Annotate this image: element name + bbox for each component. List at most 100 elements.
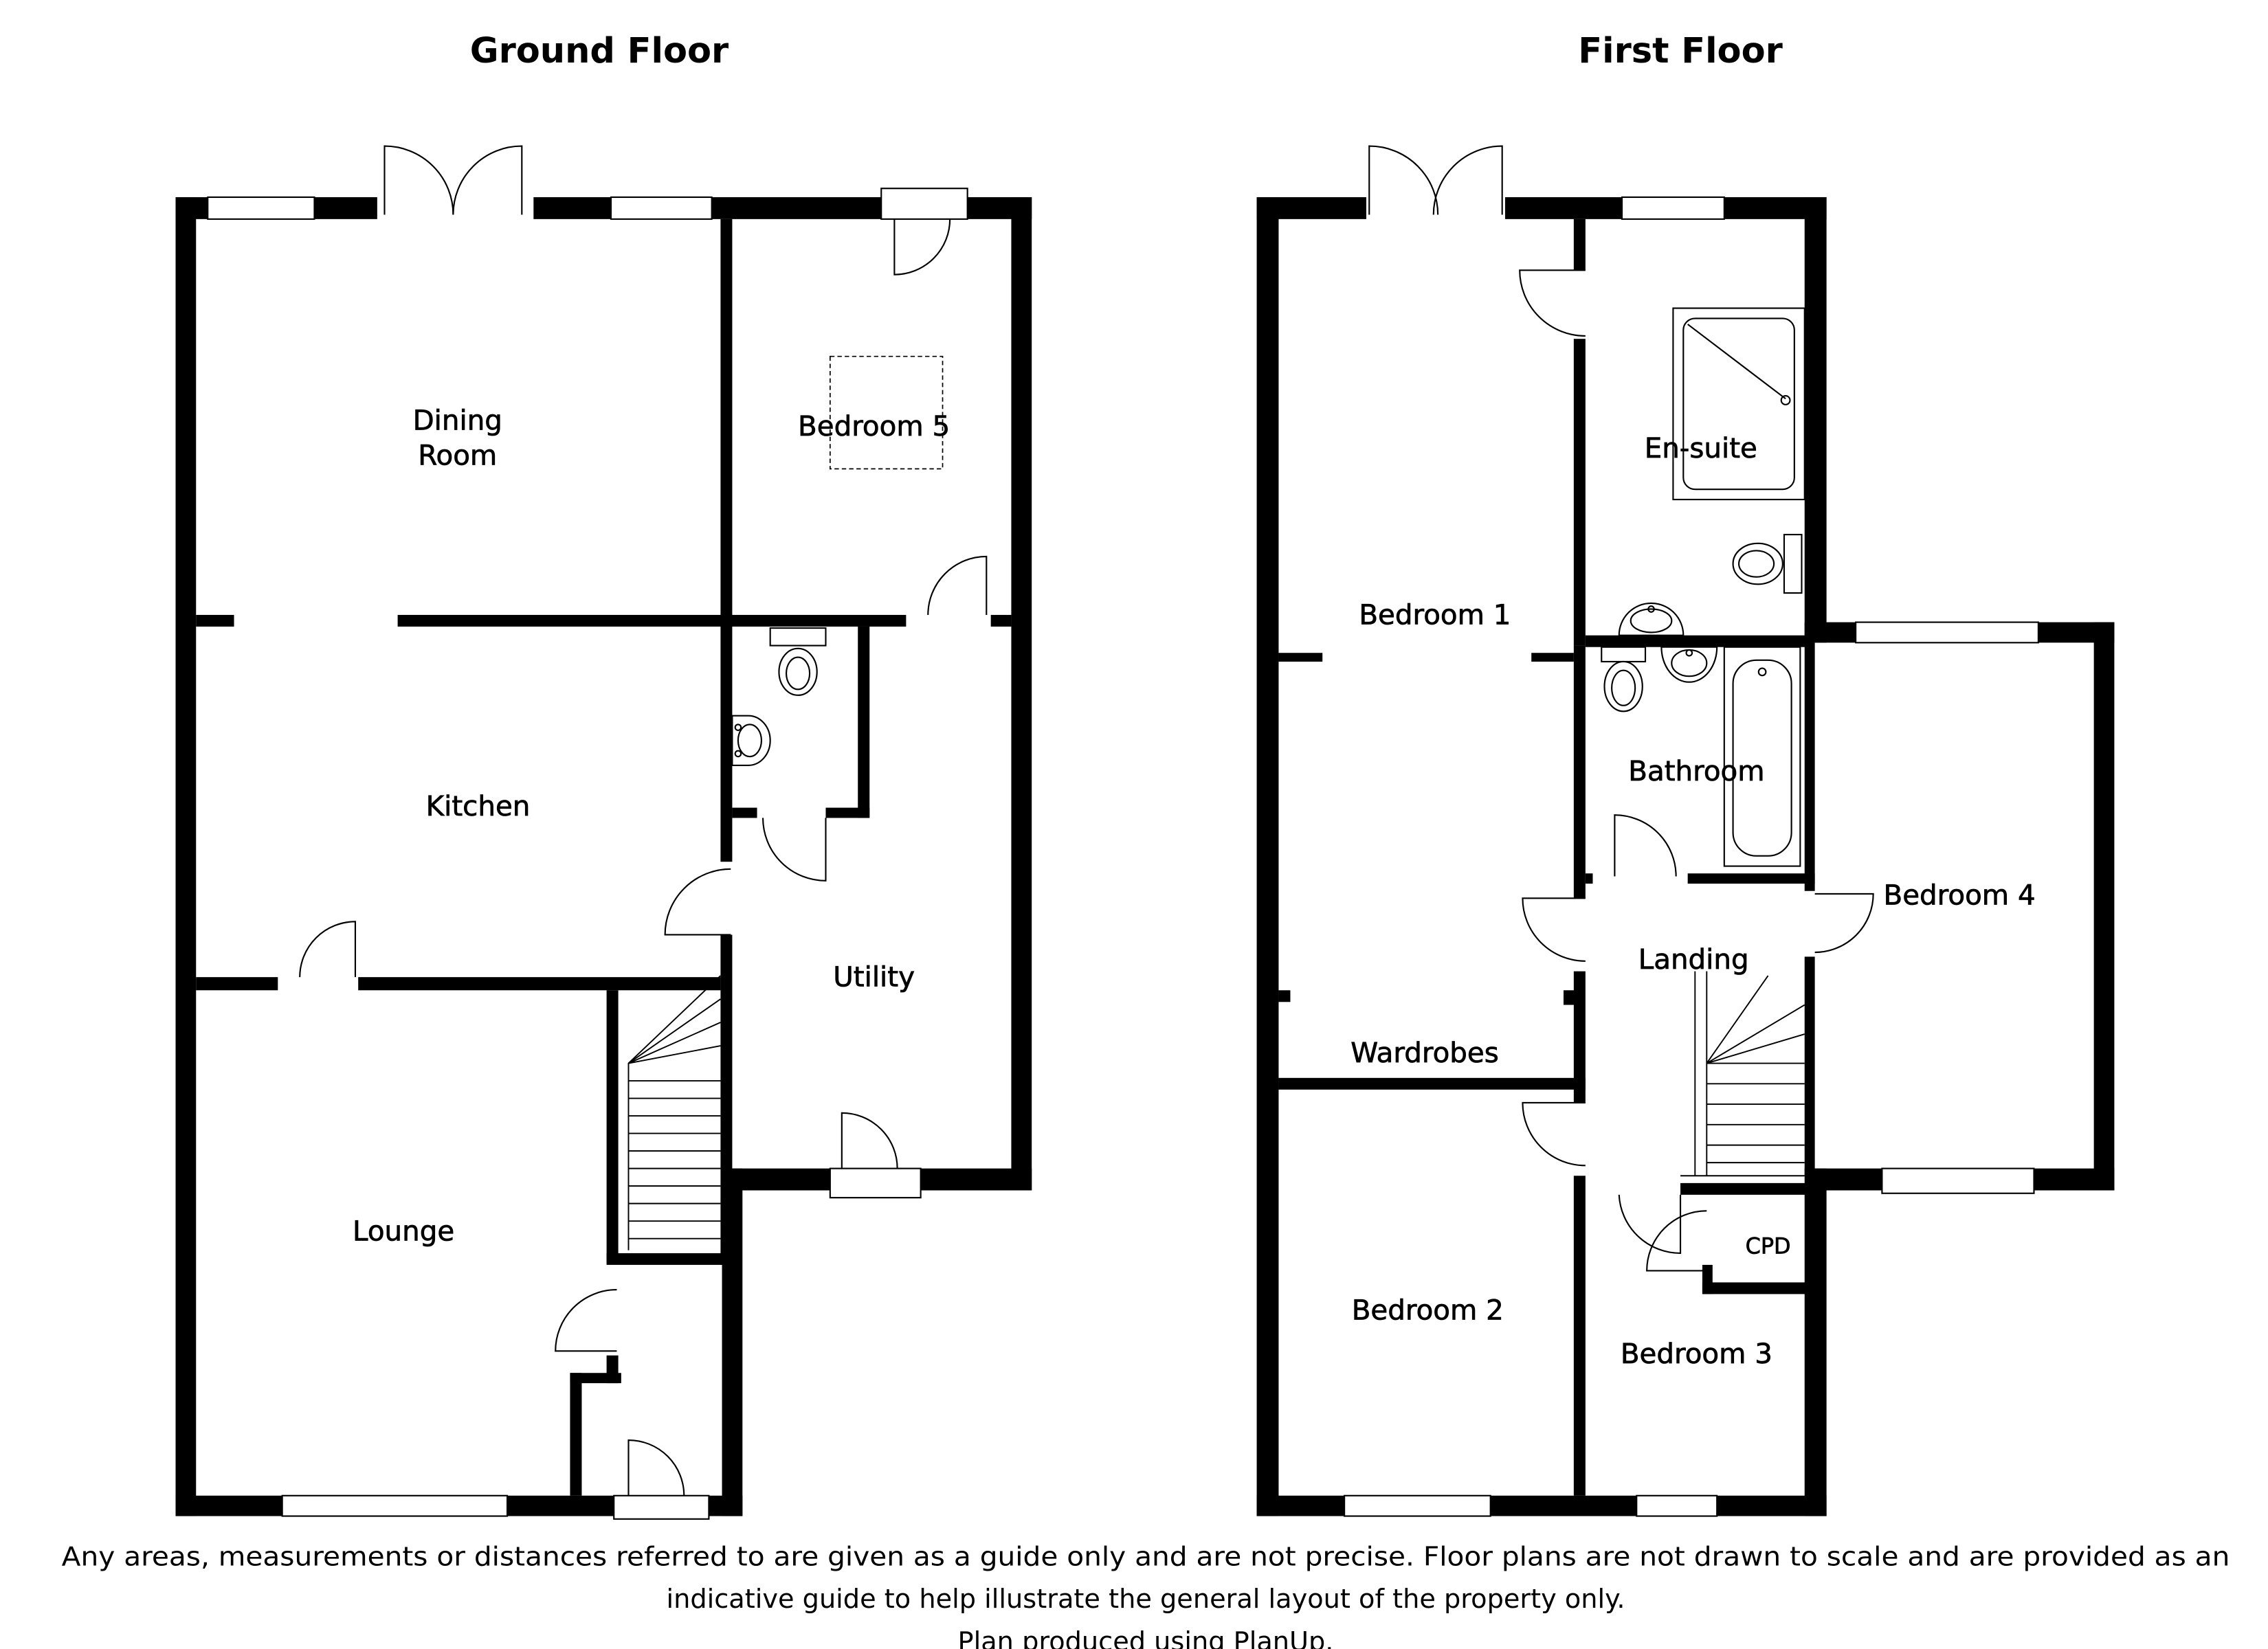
- door: [841, 1112, 898, 1169]
- window: [207, 196, 315, 220]
- shower-tray-inner: [1682, 317, 1795, 491]
- ground-floor-stairs: [627, 975, 722, 1250]
- door: [1814, 893, 1874, 954]
- room-label-lounge: Lounge: [353, 1215, 454, 1248]
- french-door-left: [383, 145, 454, 215]
- window: [880, 188, 968, 220]
- wall: [732, 807, 757, 818]
- french-door-left: [1368, 145, 1439, 215]
- first-floor-plan: First Floor: [1256, 31, 2115, 1517]
- wall: [570, 1373, 582, 1496]
- room-label-dining-room-line1: Dining: [413, 405, 502, 437]
- ground-floor-title: Ground Floor: [470, 31, 729, 71]
- wall: [606, 1253, 733, 1265]
- door: [299, 921, 357, 978]
- disclaimer: Any areas, measurements or distances ref…: [62, 1542, 2230, 1649]
- wall: [720, 934, 733, 1265]
- wall: [175, 197, 197, 1516]
- door: [761, 818, 827, 882]
- room-label-landing: Landing: [1638, 943, 1749, 976]
- wall: [397, 614, 907, 627]
- toilet-bowl-inner: [1738, 550, 1775, 578]
- stair-stringer: [627, 975, 722, 1250]
- stair-treads: [627, 998, 721, 1239]
- wall: [1573, 339, 1586, 646]
- wall: [1804, 956, 1815, 1176]
- wall: [1278, 653, 1323, 662]
- wall: [990, 614, 1012, 627]
- window: [829, 1167, 922, 1199]
- toilet-bowl-inner: [1611, 669, 1636, 706]
- first-floor-stairs: [1680, 971, 1805, 1177]
- wall: [1804, 642, 1815, 891]
- door: [555, 1288, 617, 1352]
- room-label-dining-room-line2: Room: [418, 440, 497, 472]
- wall: [825, 807, 870, 818]
- tap-icon: [734, 750, 742, 758]
- window: [610, 196, 713, 220]
- disclaimer-line-1: Any areas, measurements or distances ref…: [62, 1542, 2230, 1573]
- wall: [606, 1355, 619, 1384]
- door: [1618, 1194, 1682, 1254]
- room-label-bedroom-2: Bedroom 2: [1352, 1294, 1504, 1326]
- toilet-bowl: [1732, 542, 1783, 585]
- bath: [1723, 646, 1801, 867]
- wall: [196, 614, 234, 627]
- toilet-cistern: [1601, 646, 1647, 663]
- tap-icon: [734, 723, 742, 731]
- ground-floor-fixtures: [731, 355, 944, 766]
- wall: [2093, 622, 2115, 1191]
- wall: [1256, 1495, 1345, 1516]
- wall: [1585, 873, 1593, 884]
- wall: [507, 1495, 614, 1516]
- ground-floor-doors: [299, 145, 988, 1496]
- wall: [1256, 197, 1366, 219]
- first-floor-title: First Floor: [1578, 31, 1783, 71]
- wall: [1573, 218, 1586, 271]
- tap-icon: [1757, 667, 1767, 677]
- wall: [358, 977, 721, 991]
- wall: [175, 197, 208, 219]
- toilet-bowl: [1603, 660, 1643, 713]
- shower-drain-line: [1687, 324, 1786, 400]
- wall: [920, 1168, 1032, 1191]
- wall: [1702, 1282, 1812, 1294]
- room-label-cpd: CPD: [1746, 1233, 1791, 1259]
- door: [664, 868, 731, 936]
- window: [1881, 1167, 2035, 1194]
- first-floor-walls: [1256, 197, 2115, 1516]
- window: [1621, 196, 1725, 220]
- shower-drain-icon: [1780, 395, 1791, 405]
- wall: [1804, 197, 1827, 643]
- room-label-bedroom-3: Bedroom 3: [1621, 1338, 1772, 1370]
- wall: [720, 218, 733, 627]
- wash-basin-bowl: [737, 723, 762, 758]
- toilet-bowl-inner: [786, 656, 811, 691]
- front-door: [627, 1439, 685, 1496]
- wall: [711, 197, 882, 219]
- stair-stringer: [1680, 971, 1805, 1177]
- door: [927, 555, 988, 615]
- wall: [2034, 1168, 2115, 1191]
- toilet-cistern: [769, 627, 827, 647]
- loft-hatch: [829, 355, 944, 470]
- wall: [175, 1495, 282, 1516]
- first-floor-labels: En-suite Bedroom 1 Bathroom Bedroom 4 La…: [1350, 432, 2036, 1371]
- tap-icon: [1647, 605, 1655, 613]
- wall: [858, 626, 870, 818]
- wall: [1278, 1077, 1586, 1090]
- wall: [314, 197, 377, 219]
- window: [281, 1494, 509, 1517]
- ground-floor-walls: [175, 197, 1032, 1516]
- wall: [1680, 1182, 1815, 1195]
- wall: [1504, 197, 1623, 219]
- wall: [720, 626, 733, 862]
- room-label-bedroom-4: Bedroom 4: [1883, 879, 2035, 912]
- first-floor-fixtures: [1601, 307, 1805, 867]
- toilet-cistern: [1783, 533, 1803, 594]
- wall: [1573, 1176, 1586, 1496]
- window: [1344, 1494, 1491, 1517]
- wash-basin-bowl: [1630, 608, 1673, 633]
- french-door-right: [1432, 145, 1503, 215]
